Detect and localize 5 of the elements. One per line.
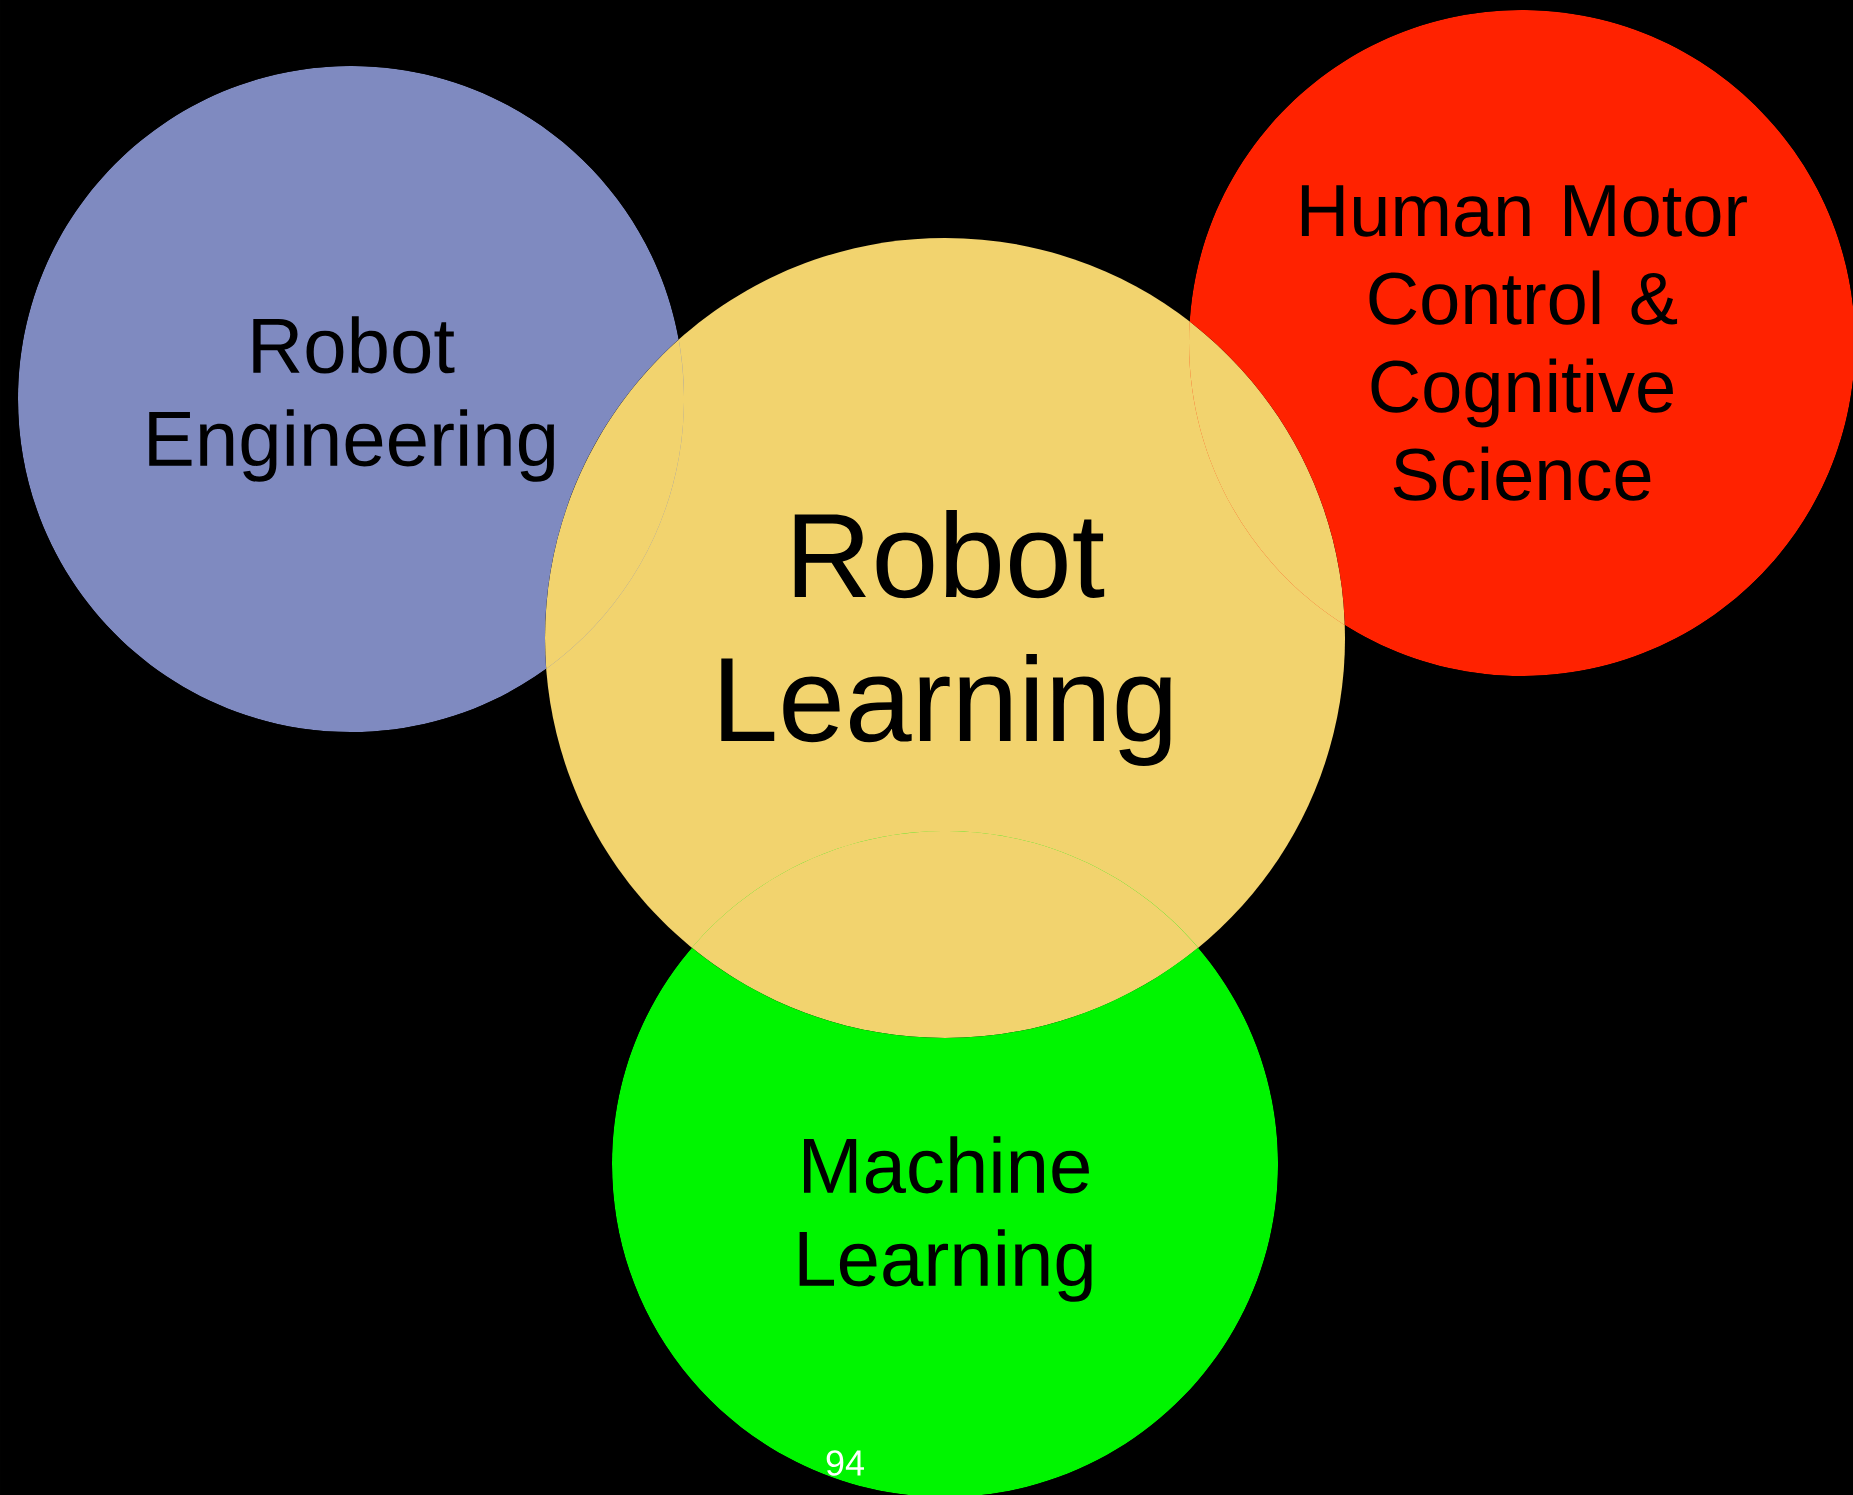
circle-label: Robot Engineering — [149, 316, 555, 482]
page-number: 94 — [826, 1450, 864, 1476]
circle-label: Machine Learning — [799, 1136, 1092, 1302]
circle-label: Robot Learning — [721, 510, 1171, 766]
circle-label: Human Motor Control & Cognitive Science — [1301, 185, 1747, 501]
